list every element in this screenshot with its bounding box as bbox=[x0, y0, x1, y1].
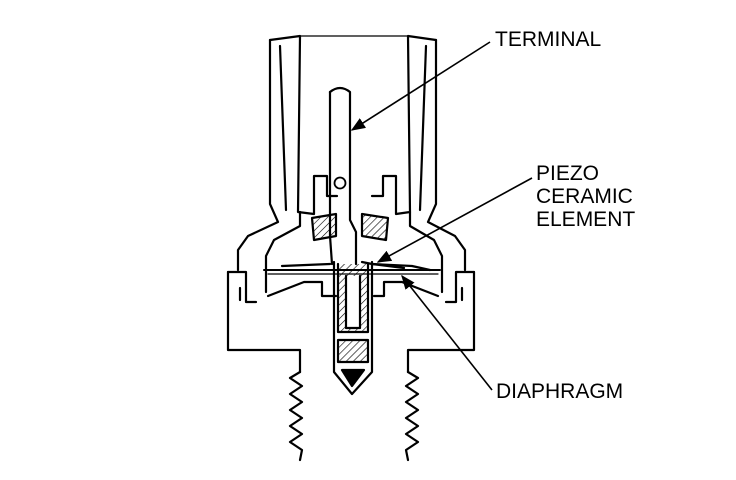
piezo-label-line-1: PIEZO bbox=[536, 162, 600, 185]
threaded-section bbox=[288, 370, 420, 462]
terminal-label: TERMINAL bbox=[495, 28, 602, 51]
center-stem bbox=[332, 260, 374, 396]
piezo-label-line-3: ELEMENT bbox=[536, 208, 636, 231]
diaphragm-leader-line bbox=[401, 274, 493, 391]
piezo-leader-line bbox=[376, 177, 533, 263]
connector-housing bbox=[236, 34, 467, 294]
piezo-label-line-2: CERAMIC bbox=[536, 185, 633, 208]
sensor-base-body bbox=[226, 270, 476, 374]
terminal-pin bbox=[328, 86, 358, 266]
insulator-pad-right bbox=[360, 212, 390, 242]
diaphragm-label: DIAPHRAGM bbox=[496, 380, 624, 403]
terminal-leader-line bbox=[350, 41, 491, 131]
piezo-ceramic-element-label: PIEZO CERAMIC ELEMENT bbox=[536, 162, 635, 231]
insulator-pad-left bbox=[310, 212, 338, 242]
